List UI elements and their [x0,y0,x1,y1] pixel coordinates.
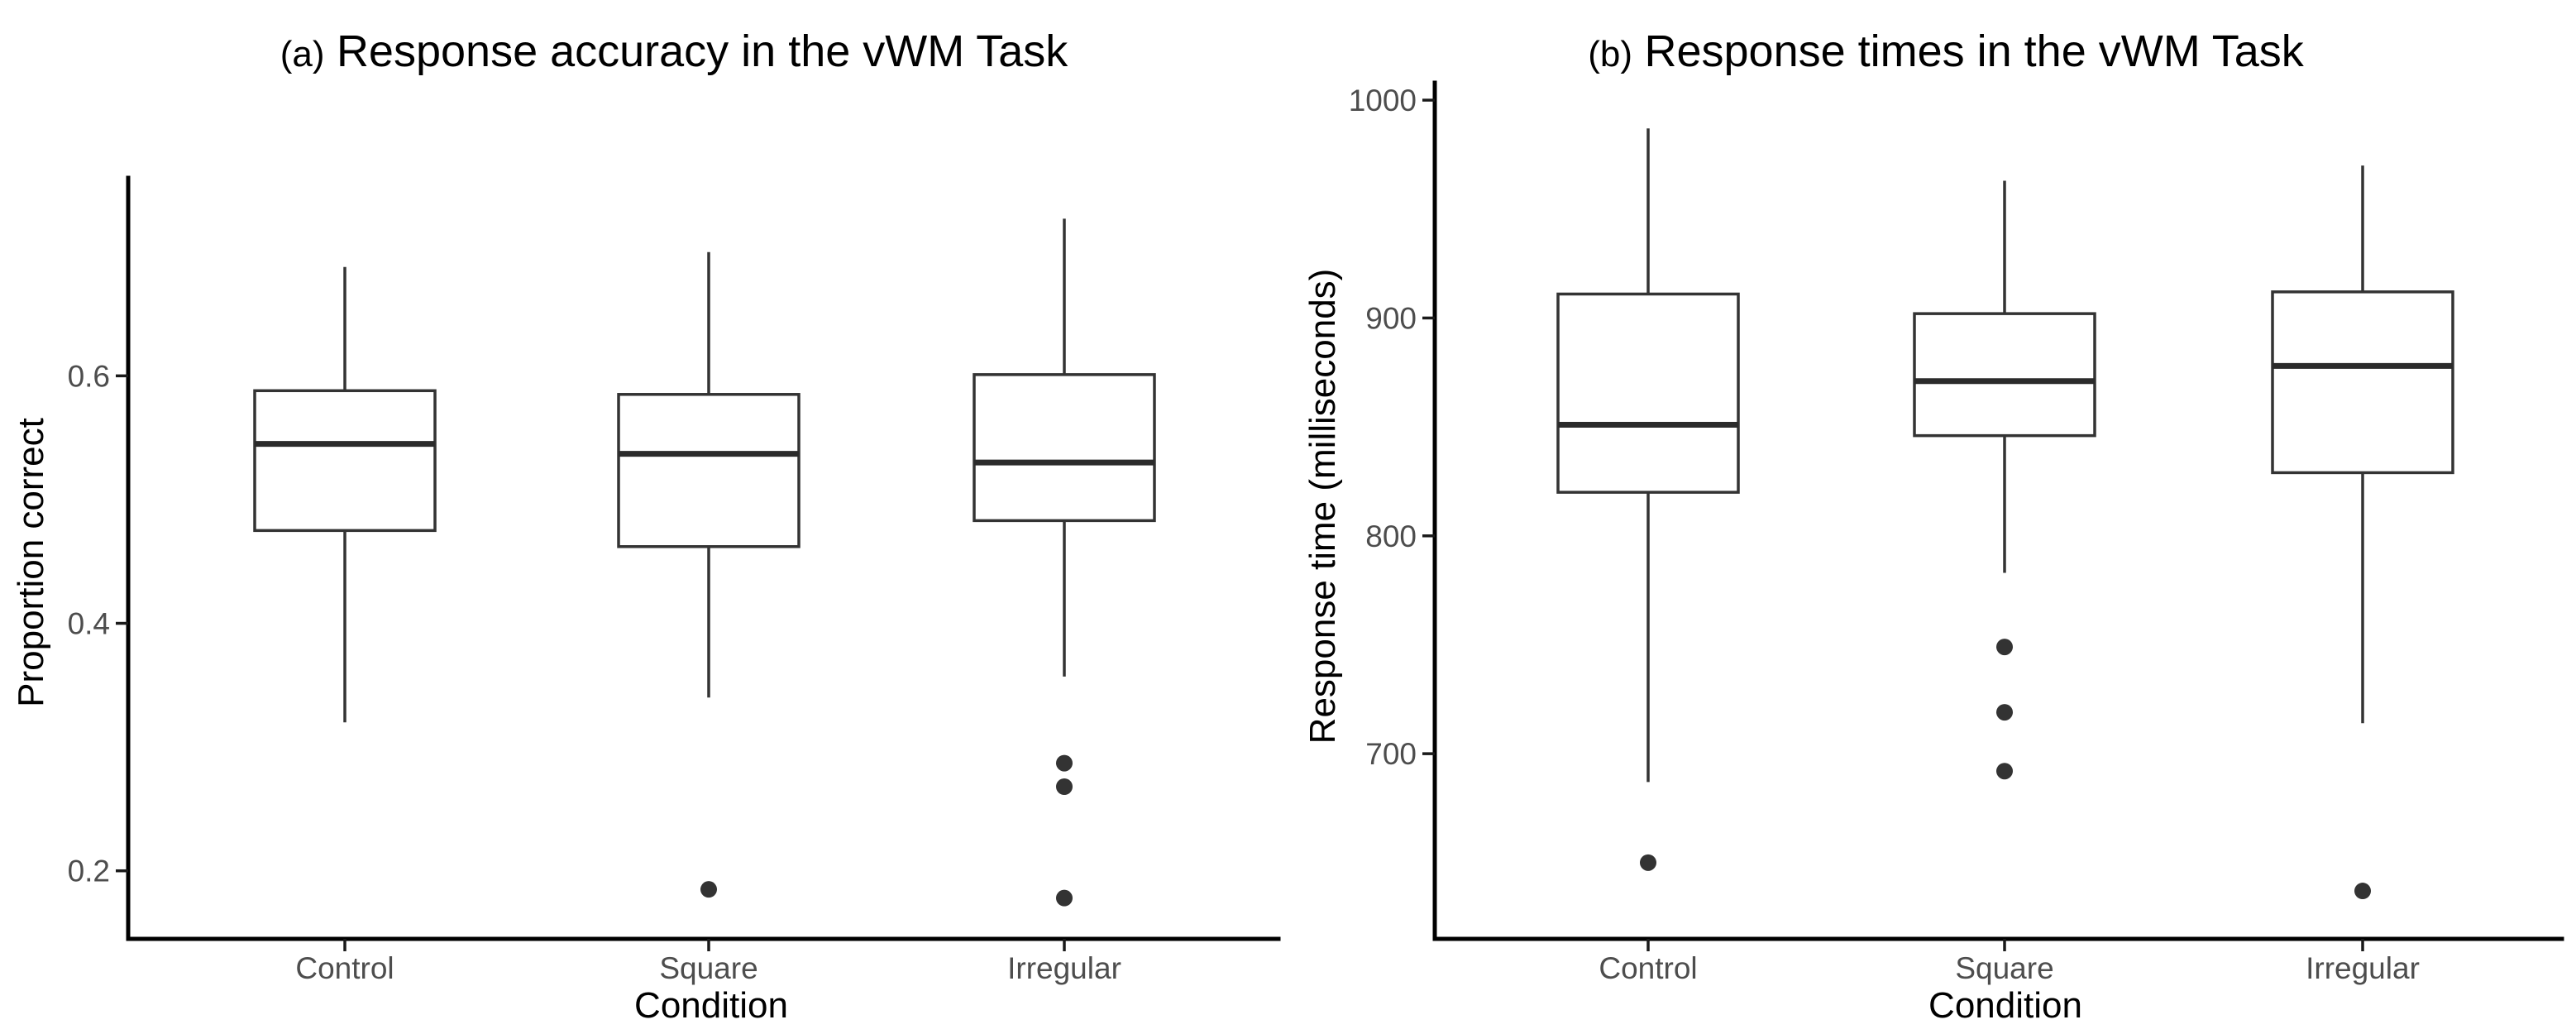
iqr-box [973,373,1156,523]
boxplot-chart-response-times: (b) Response times in the vWM Task Respo… [1288,0,2576,1034]
boxplot-square [617,251,801,898]
outlier-point [1056,754,1073,772]
panel-title: (b) Response times in the vWM Task [1588,26,2305,76]
boxplot-square [1913,180,2096,780]
boxplot-control [253,266,437,723]
iqr-box [2271,290,2454,475]
panel-title-label: Response accuracy in the vWM Task [337,26,1068,76]
outlier-point [1056,778,1073,795]
y-tick-label: 0.4 [68,607,110,641]
outlier-point [2354,883,2371,900]
panel-b-response-times: (b) Response times in the vWM Task Respo… [1288,0,2576,1034]
y-axis-title: Proportion correct [11,418,51,707]
boxplot-irregular [2271,165,2454,900]
y-tick-label: 1000 [1349,84,1417,117]
x-tick-label: Control [1599,951,1697,985]
x-tick-label: Square [1955,951,2053,985]
outlier-point [700,881,717,898]
panel-title: (a) Response accuracy in the vWM Task [280,26,1069,76]
y-axis-title: Response time (milliseconds) [1302,269,1343,744]
y-tick-label: 0.6 [68,359,110,393]
outlier-point [1996,763,2013,780]
panel-tag-label: (b) [1588,34,1632,74]
x-tick-label: Irregular [2306,951,2420,985]
iqr-box [1556,292,1740,494]
x-tick-label: Control [295,951,394,985]
panel-a-response-accuracy: (a) Response accuracy in the vWM Task Pr… [11,26,1281,1026]
boxplot-control [1556,128,1740,871]
panel-title-label: Response times in the vWM Task [1644,26,2304,76]
iqr-box [617,393,801,548]
x-axis-title: Condition [1928,985,2082,1026]
iqr-box [1913,312,2096,438]
boxplot-irregular [973,218,1156,907]
y-tick-label: 800 [1365,519,1417,553]
y-tick-label: 0.2 [68,854,110,888]
y-tick-label: 900 [1365,301,1417,335]
x-tick-label: Irregular [1007,951,1121,985]
outlier-point [1640,854,1656,871]
x-tick-label: Square [659,951,758,985]
outlier-point [1996,704,2013,721]
panel-tag-label: (a) [280,34,325,74]
outlier-point [1056,889,1073,907]
outlier-point [1996,639,2013,656]
x-axis-title: Condition [634,985,788,1026]
y-tick-label: 700 [1365,737,1417,771]
boxplot-chart-accuracy: (a) Response accuracy in the vWM Task Pr… [11,26,1281,1026]
iqr-box [253,389,437,533]
